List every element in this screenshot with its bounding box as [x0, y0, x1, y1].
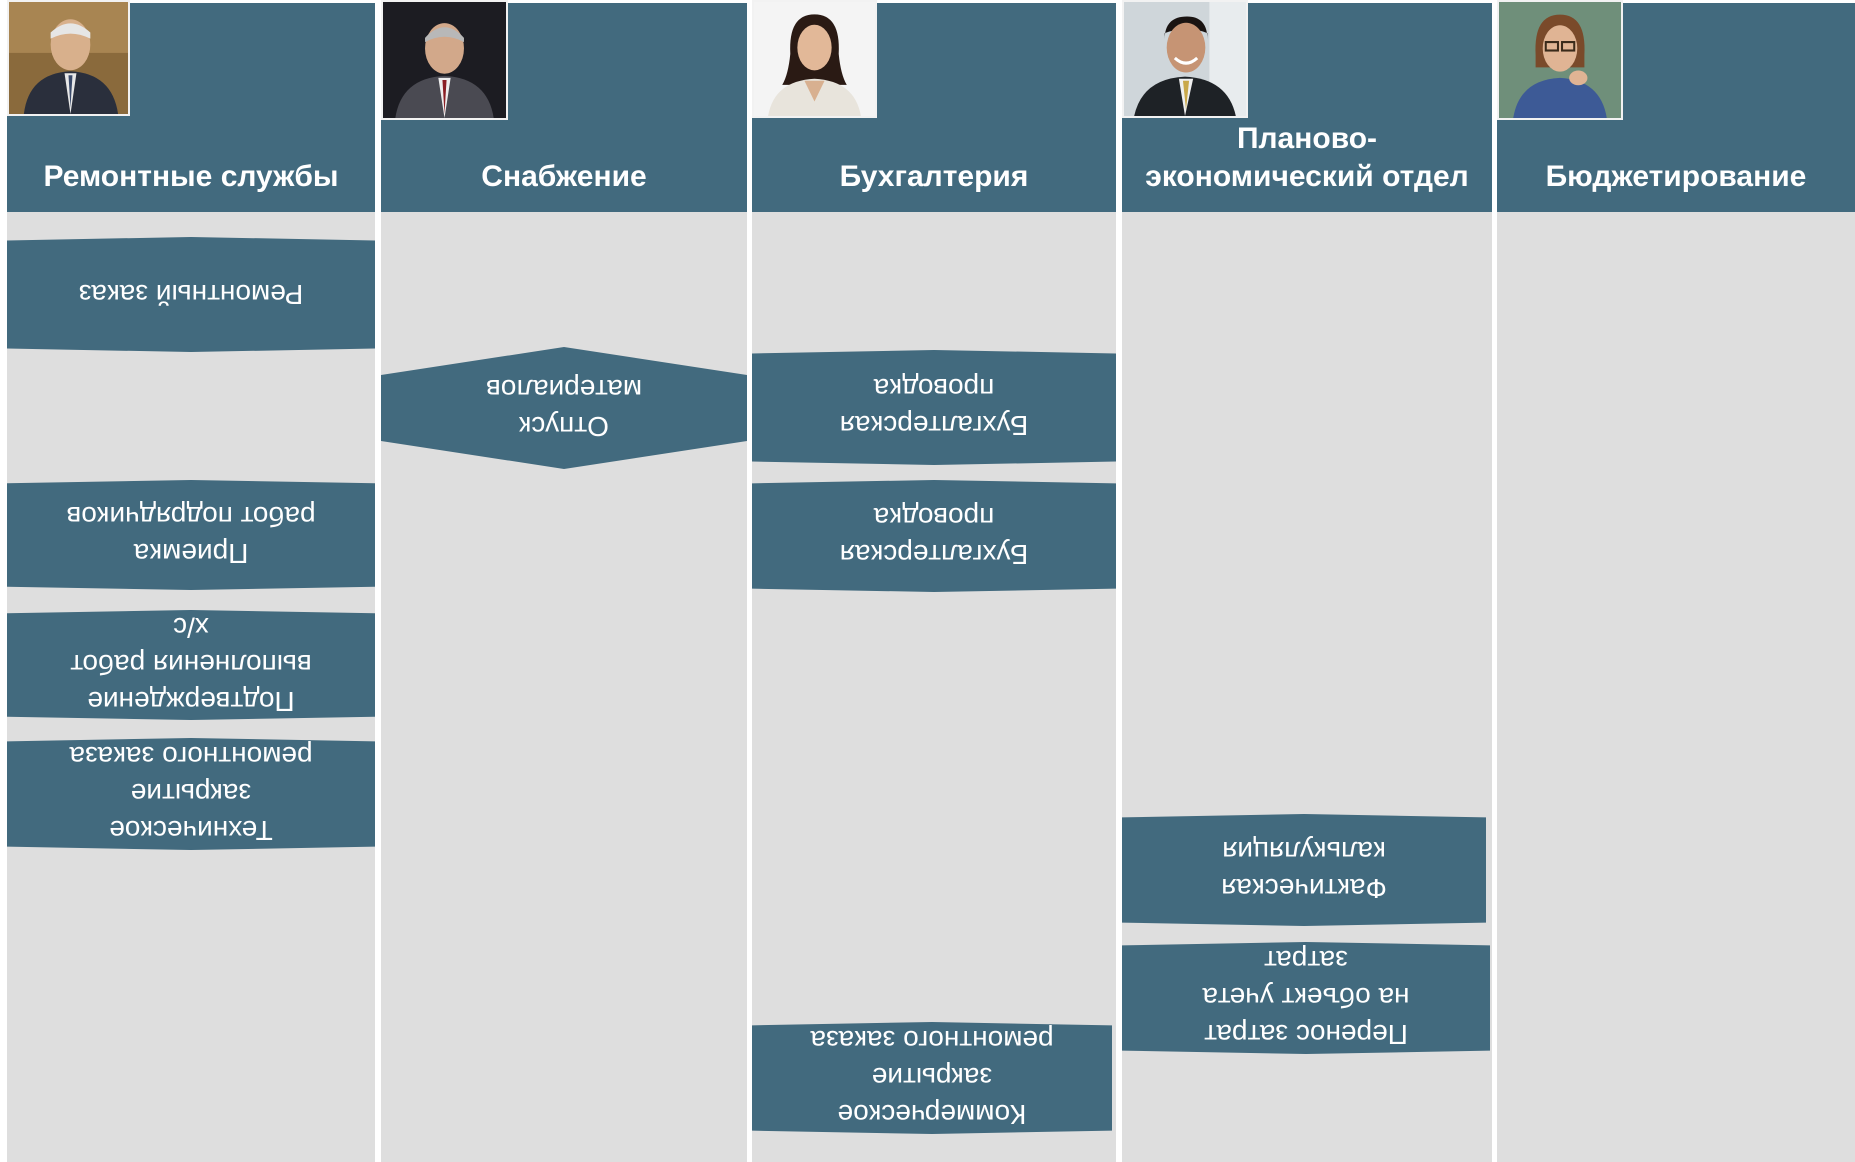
executive-portrait-photo-5 [1497, 0, 1623, 120]
executive-portrait-photo-4 [1122, 0, 1248, 118]
lane-title: Планово- экономический отдел [1145, 122, 1469, 193]
process-step-label: Подтверждение выполнения работ х/с [70, 612, 312, 718]
lane-supply: Снабжение [381, 3, 747, 1162]
process-step-commercial-closure: Коммерческое закрытие ремонтного заказа [752, 1022, 1112, 1134]
lane-budgeting: Бюджетирование [1497, 3, 1855, 1162]
process-step-label: Бухгалтерская проводка [839, 373, 1029, 442]
process-step-label: Фактическая калькуляция [1221, 836, 1387, 904]
process-step-label: Техническое закрытие ремонтного заказа [69, 741, 313, 847]
process-step-label: Приемка работ подрядчиков [66, 501, 316, 569]
lane-title: Бюджетирование [1545, 160, 1807, 193]
process-step-repair-order: Ремонтный заказ [7, 237, 375, 352]
lane-title: Ремонтные службы [43, 160, 339, 193]
process-step-label: Коммерческое закрытие ремонтного заказа [810, 1025, 1054, 1131]
process-step-contractor-acceptance: Приемка работ подрядчиков [7, 480, 375, 590]
process-step-actual-costing: Фактическая калькуляция [1122, 814, 1486, 926]
process-step-label: Отпуск материалов [485, 374, 643, 442]
process-step-label: Ремонтный заказ [78, 279, 304, 310]
lane-title: Бухгалтерия [839, 160, 1029, 193]
process-step-accounting-entry-2: Бухгалтерская проводка [752, 480, 1116, 592]
executive-portrait-photo-2 [381, 0, 508, 120]
process-step-accounting-entry-1: Бухгалтерская проводка [752, 350, 1116, 465]
lane-title: Снабжение [481, 160, 647, 193]
process-step-work-confirmation: Подтверждение выполнения работ х/с [7, 610, 375, 720]
process-step-cost-transfer: Перенос затрат на объект учета затрат [1122, 942, 1490, 1054]
process-step-label: Перенос затрат на объект учета затрат [1202, 945, 1410, 1051]
executive-portrait-photo-1 [7, 0, 130, 116]
executive-portrait-photo-3 [752, 0, 877, 118]
process-step-label: Бухгалтерская проводка [839, 502, 1029, 570]
process-step-technical-closure: Техническое закрытие ремонтного заказа [7, 738, 375, 850]
